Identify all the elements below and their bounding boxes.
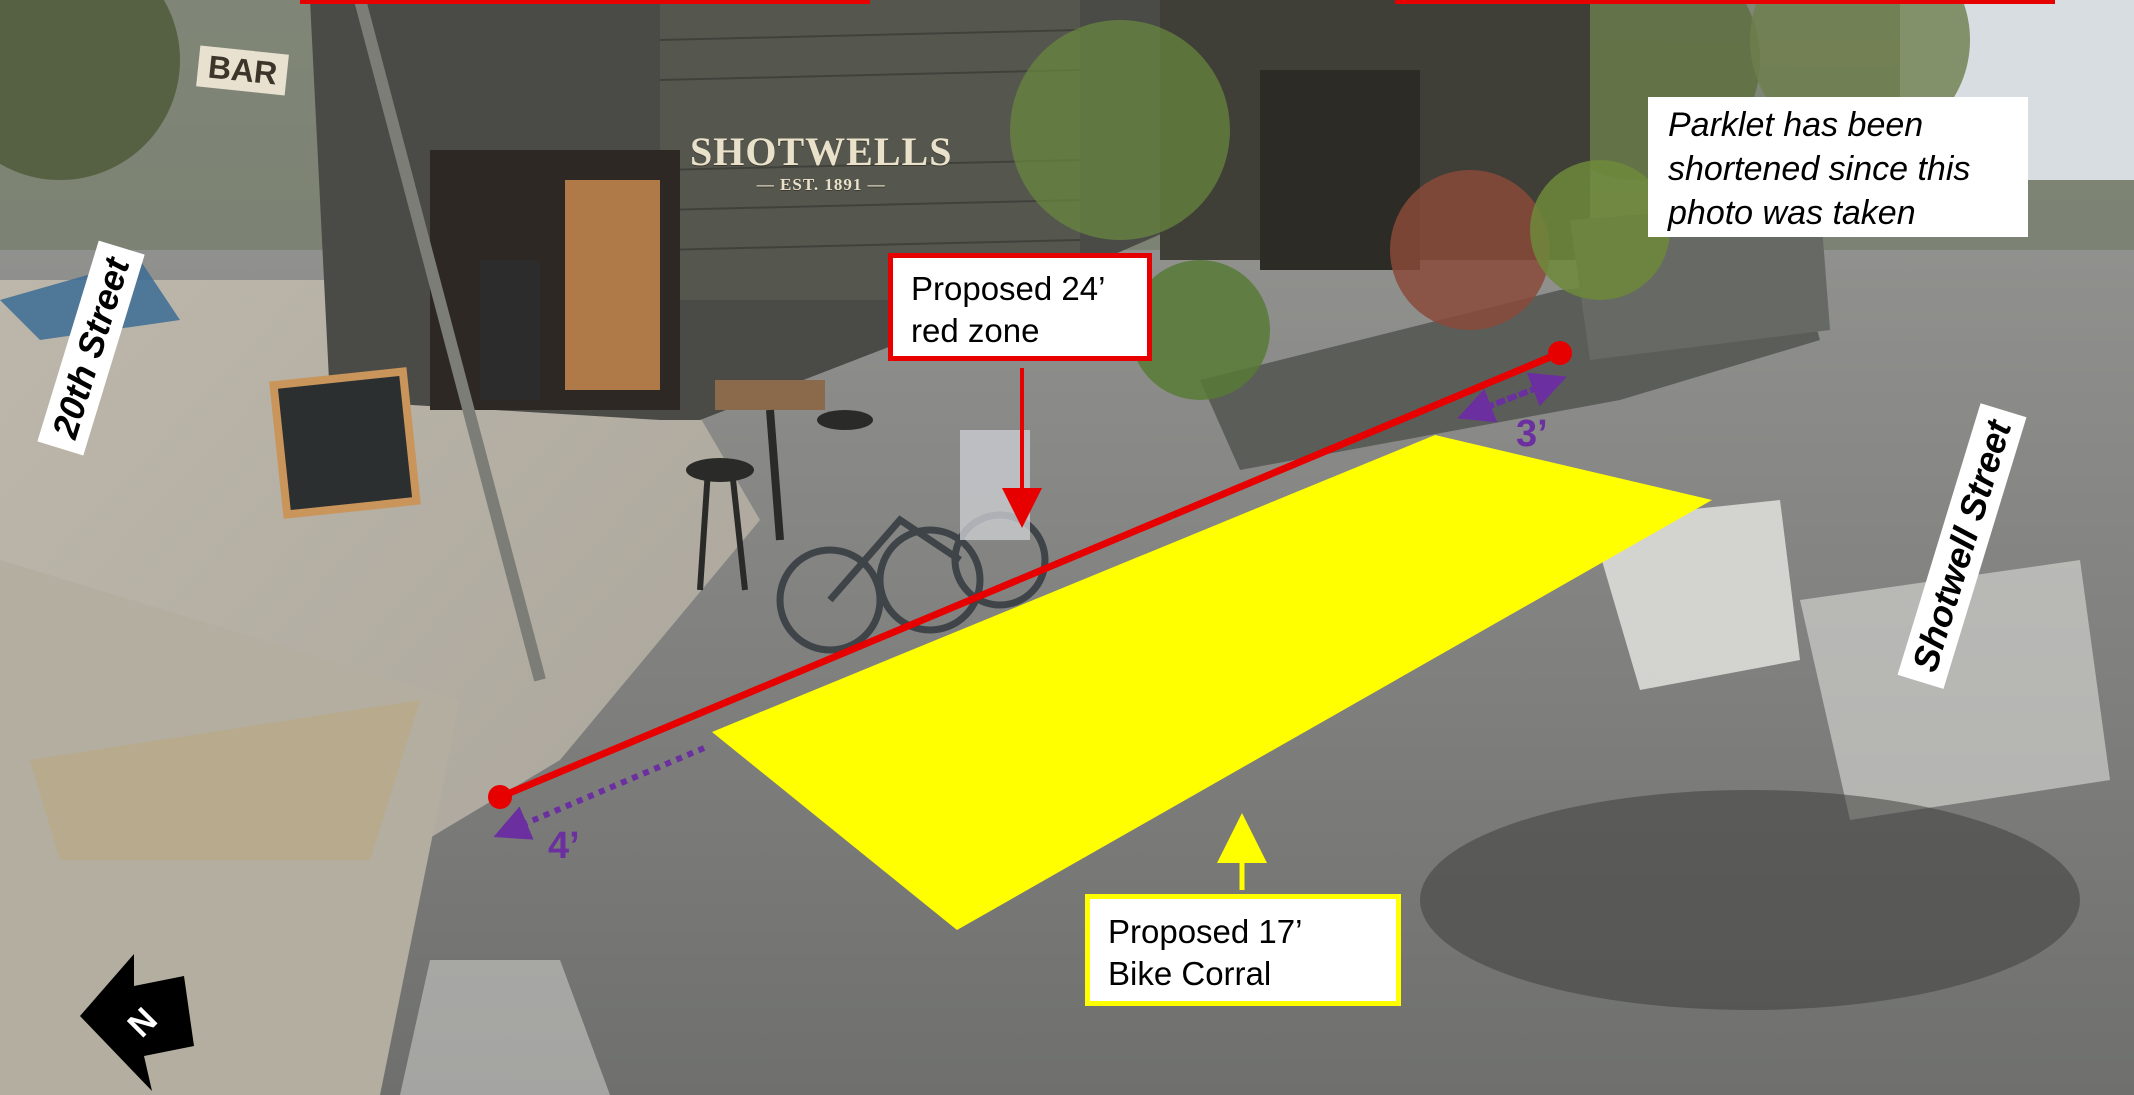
- street-marking: [1590, 500, 1800, 690]
- parklet-note: Parklet has been shortened since this ph…: [1648, 97, 2028, 237]
- shop-name: SHOTWELLS: [690, 129, 953, 174]
- tactile-paving: [30, 700, 420, 860]
- red-zone-callout-line2: red zone: [911, 312, 1040, 349]
- table-leg: [766, 409, 784, 541]
- planter-shrub: [1390, 170, 1550, 330]
- dimension-arrow-3ft-back: [1457, 380, 1552, 423]
- cafe-table: [715, 380, 825, 410]
- tree-canopy: [0, 0, 180, 180]
- parklet-note-line1: Parklet has been: [1668, 106, 1924, 144]
- pedestrian: [480, 260, 540, 400]
- red-zone-callout-line1: Proposed 24’: [911, 270, 1106, 307]
- proposed-red-zone-line: [498, 349, 1562, 801]
- dimension-label-3ft: 3’: [1516, 413, 1548, 455]
- stool-leg: [697, 469, 711, 591]
- scooter-windshield: [960, 430, 1030, 540]
- dimension-label-4ft: 4’: [548, 825, 580, 867]
- car-shadow: [1420, 790, 2080, 1010]
- red-zone-endpoint: [488, 785, 512, 809]
- planter-shrub: [1130, 260, 1270, 400]
- siding-lines: [659, 29, 1081, 251]
- entrance-door: [565, 180, 660, 390]
- red-zone-callout: Proposed 24’ red zone: [888, 253, 1152, 361]
- parklet-note-line3: photo was taken: [1668, 194, 1916, 232]
- sign-pole: [354, 0, 546, 682]
- street-tree: [1010, 20, 1230, 240]
- stool-leg: [729, 469, 748, 591]
- street-marking: [1800, 560, 2110, 820]
- planter-shrub: [1530, 160, 1670, 300]
- shop-sign: SHOTWELLS — EST. 1891 —: [690, 128, 952, 195]
- bar-stool: [817, 410, 873, 430]
- top-accent-bar: [300, 0, 870, 4]
- bike-corral-callout: Proposed 17’ Bike Corral: [1085, 894, 1401, 1006]
- sidewalk-corner: [0, 560, 460, 1095]
- wood-siding: [660, 0, 1080, 300]
- bike-corral-callout-line1: Proposed 17’: [1108, 913, 1303, 950]
- a-frame-menu-board: [269, 367, 421, 519]
- bar-stool: [686, 458, 754, 482]
- parklet-note-line2: shortened since this: [1668, 150, 1971, 188]
- north-arrow-icon: N: [80, 954, 194, 1091]
- crosswalk-stripe: [400, 960, 610, 1095]
- red-zone-endpoint: [1548, 341, 1572, 365]
- proposed-bike-corral-area: [712, 435, 1712, 930]
- top-accent-bar: [1395, 0, 2055, 4]
- bike-corral-callout-line2: Bike Corral: [1108, 955, 1272, 992]
- shop-est: — EST. 1891 —: [756, 175, 886, 194]
